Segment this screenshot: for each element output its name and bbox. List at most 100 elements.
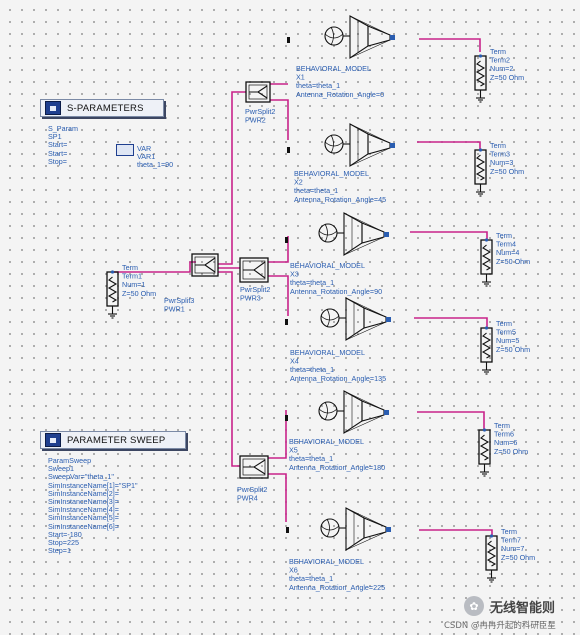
param-line: SimInstanceName[5]=: [48, 513, 119, 523]
label-line: Term: [490, 47, 506, 56]
wire-out-2[interactable]: [417, 141, 481, 150]
label-line: Term4: [496, 240, 516, 249]
antenna-behavioral-model[interactable]: BEHAVIORAL_MODELX1theta=theta_1Antenna_R…: [296, 15, 395, 99]
label-line: PwrSplit2: [237, 485, 267, 494]
label-line: Antenna_Rotation_Angle=225: [289, 583, 385, 592]
param-line: ParamSweep: [48, 456, 92, 465]
label-line: theta=theta_1: [289, 574, 333, 583]
wire-pwr4-b[interactable]: [268, 473, 287, 522]
label-line: X6: [289, 566, 298, 575]
label-line: PwrSplit2: [245, 107, 275, 116]
param-line: Stop=: [48, 156, 67, 166]
label-line: Term: [490, 141, 506, 150]
antenna-behavioral-model[interactable]: BEHAVIORAL_MODELX2theta=theta_1Antenna_R…: [294, 123, 395, 204]
wire-out-1[interactable]: [419, 38, 481, 52]
wire-trunk-top[interactable]: [218, 91, 246, 265]
label-line: Num=2: [490, 64, 513, 73]
label-line: PWR3: [240, 294, 261, 303]
label-line: Term6: [494, 430, 514, 439]
label-line: Antenna_Rotation_Angle=45: [294, 195, 386, 204]
label-line: Z=50 Ohm: [122, 289, 156, 298]
param-line: SweepVar="theta_1": [48, 472, 114, 482]
param-line: SP1: [48, 132, 62, 142]
wire-pwr3-b[interactable]: [268, 275, 289, 316]
watermark-name: 无线智能则: [490, 600, 556, 616]
var-block-params: VAR VAR1 theta_1=90: [137, 144, 174, 170]
param-line: Stop=225: [48, 538, 79, 548]
label-line: Term5: [496, 328, 516, 337]
label-line: Z=50 Ohm: [496, 257, 530, 266]
label-line: theta=theta_1: [289, 454, 333, 463]
sweep-title: PARAMETER SWEEP: [67, 434, 166, 446]
sparameters-controller[interactable]: S-PARAMETERS: [40, 99, 164, 117]
wire-out-4[interactable]: [414, 317, 488, 328]
wire-pwr3-a[interactable]: [268, 236, 289, 263]
label-line: Z=50 Ohm: [496, 345, 530, 354]
label-line: PwrSplit3: [164, 296, 194, 305]
label-line: Term: [122, 263, 138, 272]
wire-trunk-bottom[interactable]: [218, 271, 240, 467]
wire-out-5[interactable]: [417, 411, 485, 430]
controller-icon: [45, 101, 61, 115]
label-line: PWR4: [237, 494, 258, 503]
pin: [286, 527, 289, 533]
label-line: Term: [496, 319, 512, 328]
antenna-behavioral-model[interactable]: BEHAVIORAL_MODELX4theta=theta_1Antenna_R…: [290, 297, 391, 383]
label-line: Antenna_Rotation_Angle=180: [289, 463, 385, 472]
label-line: Z=50 Ohm: [490, 167, 524, 176]
wire-source[interactable]: [113, 261, 196, 273]
parameter-sweep-controller[interactable]: PARAMETER SWEEP: [40, 431, 186, 449]
label-line: PWR1: [164, 305, 185, 314]
param-line: SimInstanceName[6]=: [48, 521, 119, 531]
wire-out-6[interactable]: [419, 529, 493, 536]
label-line: Term7: [501, 536, 521, 545]
label-line: Num=7: [501, 544, 524, 553]
wire-pwr4-a[interactable]: [268, 410, 287, 459]
param-line: SimInstanceName[3]=: [48, 497, 119, 507]
var-block-icon[interactable]: [116, 144, 134, 156]
label-line: Term2: [490, 56, 510, 65]
label-line: X4: [290, 357, 299, 366]
sparameters-params: S_Param SP1 Start= Start= Stop=: [48, 124, 78, 166]
label-line: Num=5: [496, 336, 519, 345]
wechat-icon: ✿: [464, 596, 484, 616]
label-line: Antenna_Rotation_Angle=135: [290, 374, 386, 383]
label-line: theta=theta_1: [294, 186, 338, 195]
antenna-behavioral-model[interactable]: BEHAVIORAL_MODELX6theta=theta_1Antenna_R…: [289, 507, 391, 592]
wire-out-3[interactable]: [410, 231, 488, 240]
param-line: Start=: [48, 140, 68, 150]
param-line: VAR: [137, 144, 152, 153]
label-line: BEHAVIORAL_MODEL: [296, 64, 371, 73]
antenna-behavioral-model[interactable]: BEHAVIORAL_MODELX3theta=theta_1Antenna_R…: [290, 212, 389, 296]
param-line: SimInstanceName[4]=: [48, 505, 119, 515]
param-line: theta_1=90: [137, 160, 174, 170]
pin: [287, 37, 290, 43]
label-line: Antenna_Rotation_Angle=90: [290, 287, 382, 296]
csdn-watermark: CSDN @冉冉升起的科研臣星: [444, 621, 556, 631]
antenna-behavioral-model[interactable]: BEHAVIORAL_MODELX5theta=theta_1Antenna_R…: [289, 390, 389, 472]
param-line: Step=1: [48, 546, 71, 556]
sweep-params: ParamSweep Sweep1 SweepVar="theta_1" Sim…: [48, 456, 138, 556]
label-line: X1: [296, 73, 305, 82]
label-line: BEHAVIORAL_MODEL: [289, 557, 364, 566]
sparameters-title: S-PARAMETERS: [67, 102, 144, 114]
label-line: theta=theta_1: [296, 81, 340, 90]
param-line: Start=: [48, 148, 68, 158]
param-line: VAR1: [137, 152, 156, 162]
wire-pwr2-b[interactable]: [270, 99, 289, 140]
label-line: PWR2: [245, 116, 266, 125]
pin: [285, 319, 288, 325]
controller-icon: [45, 433, 61, 447]
label-line: BEHAVIORAL_MODEL: [290, 261, 365, 270]
